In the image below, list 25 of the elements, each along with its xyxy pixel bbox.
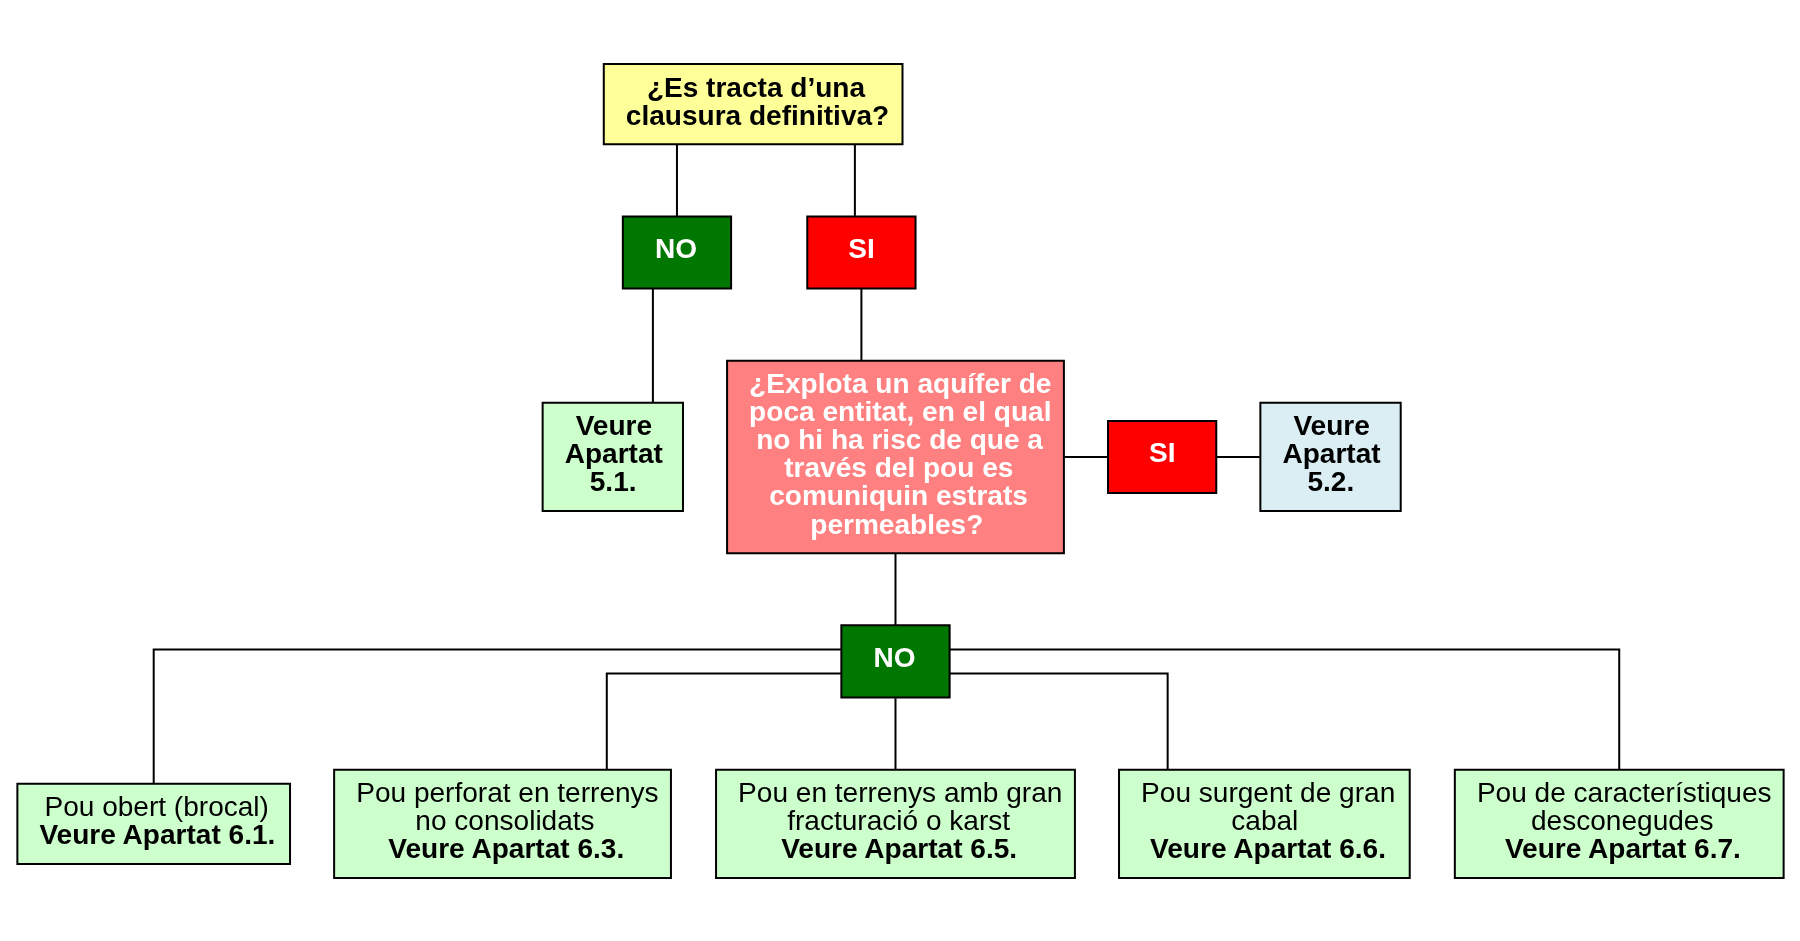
node-box: ¿Es tracta d’una clausura definitiva?: [602, 62, 903, 145]
node-box: SI: [1106, 419, 1217, 494]
connector: [859, 287, 862, 361]
connector: [894, 551, 896, 626]
connector: [853, 143, 856, 217]
connector: [948, 647, 1620, 771]
connector: [152, 647, 842, 784]
connector: [1062, 455, 1109, 458]
node-box: Veure Apartat 5.2.: [1258, 401, 1402, 512]
node-box: Pou de característiques desconegudes Veure Apartat 6.7.: [1453, 768, 1785, 879]
node-box: NO: [621, 214, 732, 290]
node-box: Pou en terrenys amb gran fracturació o karst Veure Apartat 6.5.: [714, 768, 1076, 879]
connector: [605, 672, 842, 771]
connector: [894, 696, 896, 770]
node-box: Pou perforat en terrenys no consolidats Veure Apartat 6.3.: [332, 768, 672, 879]
node-box: Pou obert (brocal) Veure Apartat 6.1.: [15, 782, 291, 865]
node-box: ¿Explota un aquífer de poca entitat, en el qual no hi ha risc de que a través del pou es comuniquin estrats permeables?: [725, 359, 1065, 554]
node-box: NO: [839, 623, 951, 699]
connector: [651, 287, 654, 403]
node-box: SI: [805, 214, 917, 290]
node-box: Veure Apartat 5.1.: [541, 401, 684, 512]
connector: [948, 672, 1169, 771]
node-box: Pou surgent de gran cabal Veure Apartat 6.6.: [1117, 768, 1411, 879]
connector: [1214, 455, 1261, 458]
connector: [675, 143, 678, 217]
